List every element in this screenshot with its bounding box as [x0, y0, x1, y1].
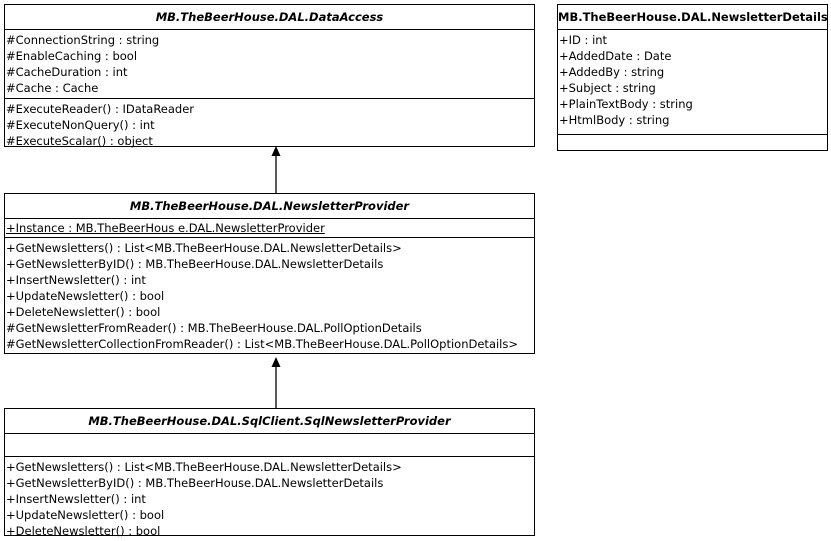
attribute: #Cache : Cache	[6, 81, 99, 95]
attribute: #ConnectionString : string	[6, 33, 160, 47]
class-name: MB.TheBeerHouse.DAL.NewsletterDetails	[558, 5, 828, 30]
operations-section: +GetNewsletters() : List<MB.TheBeerHouse…	[5, 457, 534, 541]
inheritance-arrow-provider-to-dataaccess	[271, 146, 281, 193]
attribute: +AddedDate : Date	[559, 49, 672, 63]
operation: +DeleteNewsletter() : bool	[6, 524, 161, 538]
operation: +GetNewsletterByID() : MB.TheBeerHouse.D…	[6, 476, 384, 490]
operation: +GetNewsletters() : List<MB.TheBeerHouse…	[6, 241, 402, 255]
class-newsletter-details[interactable]: MB.TheBeerHouse.DAL.NewsletterDetails +I…	[557, 4, 828, 151]
class-name: MB.TheBeerHouse.DAL.SqlClient.SqlNewslet…	[5, 409, 534, 434]
class-name: MB.TheBeerHouse.DAL.DataAccess	[5, 5, 534, 30]
static-attribute: +Instance : MB.TheBeerHous e.DAL.Newslet…	[6, 221, 325, 235]
attribute: #CacheDuration : int	[6, 65, 128, 79]
operations-section: +GetNewsletters() : List<MB.TheBeerHouse…	[5, 238, 534, 354]
operation: #ExecuteReader() : IDataReader	[6, 102, 195, 116]
operations-section-empty	[558, 135, 827, 139]
operation: +UpdateNewsletter() : bool	[6, 508, 165, 522]
operation: #ExecuteScalar() : object	[6, 134, 153, 148]
operation: #ExecuteNonQuery() : int	[6, 118, 155, 132]
attributes-section: #ConnectionString : string #EnableCachin…	[5, 30, 534, 99]
attribute: #EnableCaching : bool	[6, 49, 138, 63]
class-sql-newsletter-provider[interactable]: MB.TheBeerHouse.DAL.SqlClient.SqlNewslet…	[4, 408, 535, 538]
attribute: +ID : int	[559, 33, 608, 47]
operation: #GetNewsletterCollectionFromReader() : L…	[6, 337, 519, 351]
class-newsletter-provider[interactable]: MB.TheBeerHouse.DAL.NewsletterProvider +…	[4, 193, 535, 354]
class-name: MB.TheBeerHouse.DAL.NewsletterProvider	[5, 194, 534, 219]
inheritance-arrow-sqlprovider-to-provider	[271, 357, 281, 408]
operation: +InsertNewsletter() : int	[6, 492, 146, 506]
attribute: +AddedBy : string	[559, 65, 665, 79]
class-data-access[interactable]: MB.TheBeerHouse.DAL.DataAccess #Connecti…	[4, 4, 535, 148]
operation: +UpdateNewsletter() : bool	[6, 289, 165, 303]
operation: +GetNewsletterByID() : MB.TheBeerHouse.D…	[6, 257, 384, 271]
attributes-section: +ID : int +AddedDate : Date +AddedBy : s…	[558, 30, 827, 135]
attribute: +HtmlBody : string	[559, 113, 670, 127]
operation: +GetNewsletters() : List<MB.TheBeerHouse…	[6, 460, 402, 474]
operation: +InsertNewsletter() : int	[6, 273, 146, 287]
operation: +DeleteNewsletter() : bool	[6, 305, 161, 319]
attributes-section-empty	[5, 434, 534, 457]
attributes-section: +Instance : MB.TheBeerHous e.DAL.Newslet…	[5, 219, 534, 238]
attribute: +PlainTextBody : string	[559, 97, 693, 111]
attribute: +Subject : string	[559, 81, 656, 95]
operations-section: #ExecuteReader() : IDataReader #ExecuteN…	[5, 99, 534, 151]
operation: #GetNewsletterFromReader() : MB.TheBeerH…	[6, 321, 422, 335]
